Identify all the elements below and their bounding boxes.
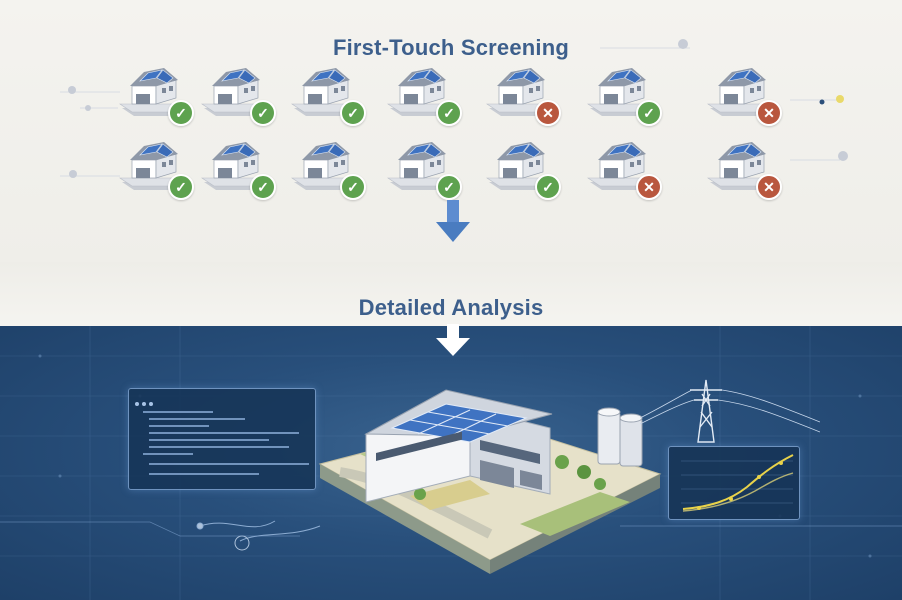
house-with-solar-panels-icon: ✓ [485,138,575,200]
check-icon: ✓ [168,100,194,126]
house-with-solar-panels-icon: ✓ [290,138,380,200]
check-icon: ✓ [436,174,462,200]
arrow-down-icon [436,324,470,356]
location-pin-icon [838,151,848,161]
check-icon: ✓ [436,100,462,126]
location-pin-icon [678,39,688,49]
cross-icon: ✕ [756,100,782,126]
section-title-screening: First-Touch Screening [332,34,570,60]
location-pin-icon [85,105,91,111]
cross-icon: ✕ [535,100,561,126]
house-with-solar-panels-icon: ✓ [386,64,476,126]
section-title-analysis: Detailed Analysis [358,294,544,320]
analysis-header-band [0,262,902,326]
house-with-solar-panels-icon: ✓ [290,64,380,126]
check-icon: ✓ [250,100,276,126]
code-panel-icon [128,388,316,490]
cross-icon: ✕ [756,174,782,200]
location-pin-icon [68,86,76,94]
storage-tanks-icon [597,407,643,467]
commercial-building-with-solar-roof-icon [318,389,662,574]
house-with-solar-panels-icon: ✓ [386,138,476,200]
house-with-solar-panels-icon: ✕ [485,64,575,126]
line-graph-panel-icon [668,446,800,520]
house-with-solar-panels-icon: ✓ [118,138,208,200]
window-controls [135,393,156,411]
house-with-solar-panels-icon: ✕ [706,64,796,126]
check-icon: ✓ [340,174,366,200]
check-icon: ✓ [636,100,662,126]
growth-curve [681,454,794,512]
house-with-solar-panels-icon: ✕ [586,138,676,200]
arrow-down-icon [436,200,470,242]
check-icon: ✓ [340,100,366,126]
transmission-tower-icon [640,379,820,443]
check-icon: ✓ [535,174,561,200]
check-icon: ✓ [250,174,276,200]
house-with-solar-panels-icon: ✓ [118,64,208,126]
cross-icon: ✕ [636,174,662,200]
house-with-solar-panels-icon: ✓ [586,64,676,126]
background-network-lines [60,39,848,178]
house-with-solar-panels-icon: ✓ [200,138,290,200]
location-pin-icon [69,170,77,178]
house-with-solar-panels-icon: ✓ [200,64,290,126]
check-icon: ✓ [168,174,194,200]
house-with-solar-panels-icon: ✕ [706,138,796,200]
